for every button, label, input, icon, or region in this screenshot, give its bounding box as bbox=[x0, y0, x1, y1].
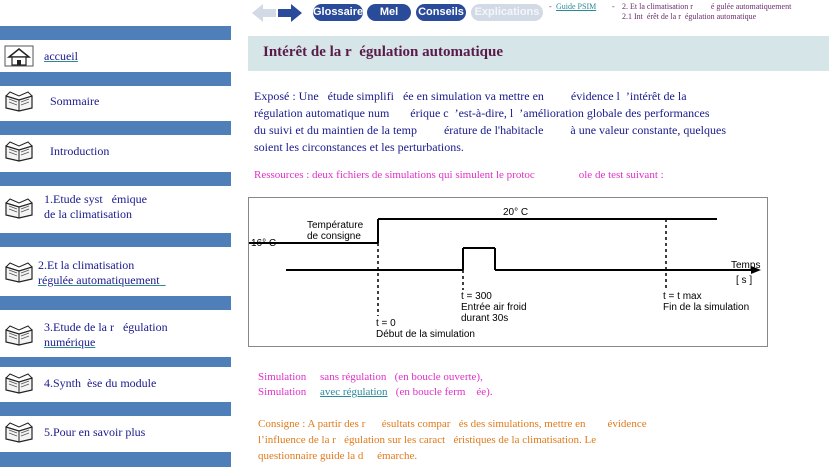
ressources-text: Ressources : deux fichiers de simulation… bbox=[254, 169, 664, 181]
sidebar-item-accueil[interactable]: accueil bbox=[0, 42, 231, 70]
sidebar-divider bbox=[0, 26, 231, 40]
time-axis-label: Temps bbox=[731, 260, 761, 271]
consigne-line: questionnaire guide la d émarche. bbox=[258, 450, 418, 462]
sidebar-item-label: Sommaire bbox=[50, 94, 100, 108]
sidebar-item-synthese[interactable]: 4.Synth èse du module bbox=[0, 369, 231, 397]
breadcrumb-subsection: 2.1 Int érêt de la r égulation automatiq… bbox=[622, 12, 757, 21]
glossaire-button[interactable]: Glossaire bbox=[313, 4, 363, 21]
back-arrow-icon[interactable] bbox=[252, 3, 276, 23]
consigne-line: l’influence de la r égulation sur les ca… bbox=[258, 434, 597, 446]
breadcrumb-section: 2. Et la climatisation r é gulée automat… bbox=[622, 2, 792, 11]
home-icon bbox=[4, 45, 34, 67]
consigne-line: Consigne : A partir des r ésultats compa… bbox=[258, 418, 647, 430]
final-temperature-label: 20° C bbox=[503, 207, 529, 218]
expose-line: Exposé : Une étude simplifi ée en simula… bbox=[254, 89, 687, 103]
sidebar-divider bbox=[0, 452, 231, 467]
breadcrumb-separator: - bbox=[549, 2, 552, 11]
open-book-icon bbox=[5, 91, 33, 112]
sidebar: accueil Sommaire Introduction bbox=[0, 0, 231, 467]
simulation-open-loop: Simulation sans régulation (en boucle ou… bbox=[258, 371, 483, 383]
simulations-list: Simulation sans régulation (en boucle ou… bbox=[258, 370, 493, 400]
open-book-icon bbox=[5, 422, 33, 443]
expose-paragraph: Exposé : Une étude simplifi ée en simula… bbox=[254, 88, 726, 156]
page-title: Intérêt de la r égulation automatique bbox=[263, 44, 503, 60]
open-book-icon bbox=[5, 262, 33, 283]
sidebar-item-pour-en-savoir-plus[interactable]: 5.Pour en savoir plus bbox=[0, 418, 231, 446]
open-book-icon bbox=[5, 141, 33, 162]
breadcrumb-separator: - bbox=[612, 2, 615, 11]
sidebar-item-label: Introduction bbox=[50, 144, 110, 158]
sidebar-item-introduction[interactable]: Introduction bbox=[0, 137, 231, 165]
initial-temperature-label: 16° C bbox=[251, 238, 277, 249]
sidebar-divider bbox=[0, 121, 231, 135]
sidebar-item-label: accueil bbox=[44, 49, 78, 63]
breadcrumb-guide-link[interactable]: Guide PSIM bbox=[556, 2, 597, 11]
simulation-closed-loop: Simulation avec régulation (en boucle fe… bbox=[258, 386, 493, 398]
temperature-timeline-diagram bbox=[249, 218, 761, 316]
sidebar-divider bbox=[0, 233, 231, 247]
sidebar-divider bbox=[0, 72, 231, 86]
time-axis-unit: [ s ] bbox=[736, 275, 753, 286]
open-book-icon bbox=[5, 373, 33, 394]
sidebar-item-sommaire[interactable]: Sommaire bbox=[0, 87, 231, 115]
sidebar-divider bbox=[0, 357, 231, 367]
expose-line: du suivi et du maintien de la temp ératu… bbox=[254, 123, 727, 137]
conseils-button[interactable]: Conseils bbox=[416, 4, 466, 21]
sidebar-divider bbox=[0, 296, 231, 310]
explications-button[interactable]: Explications bbox=[471, 4, 543, 21]
sidebar-divider bbox=[0, 402, 231, 416]
sidebar-item-label: 4.Synth èse du module bbox=[44, 376, 157, 390]
expose-line: régulation automatique num érique c ’est… bbox=[254, 106, 710, 120]
mel-button[interactable]: Mel bbox=[367, 4, 411, 21]
page-title-bar: Intérêt de la r égulation automatique bbox=[248, 36, 829, 71]
open-book-icon bbox=[5, 325, 33, 346]
avec-regulation-link[interactable]: avec régulation bbox=[320, 386, 388, 398]
consigne-paragraph: Consigne : A partir des r ésultats compa… bbox=[258, 416, 647, 464]
sidebar-item-label: 5.Pour en savoir plus bbox=[44, 425, 146, 439]
open-book-icon bbox=[5, 198, 33, 219]
sidebar-divider bbox=[0, 172, 231, 186]
forward-arrow-icon[interactable] bbox=[278, 3, 302, 23]
expose-line: soient les circonstances et les perturba… bbox=[254, 140, 464, 154]
